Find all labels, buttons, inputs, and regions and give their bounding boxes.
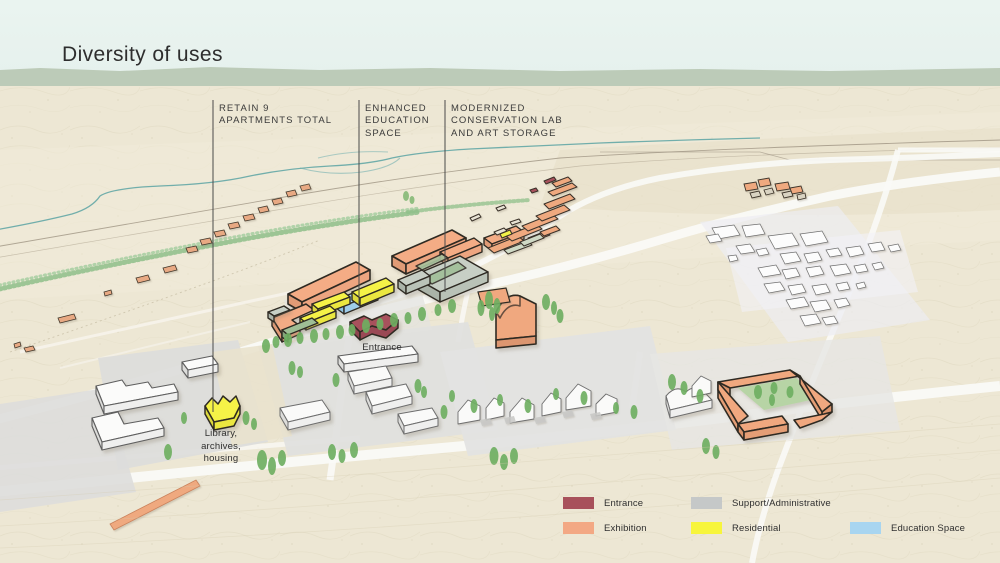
callout-conservation-lab: MODERNIZED CONSERVATION LAB AND ART STOR… <box>451 103 563 139</box>
lower-left-orange-strip <box>109 479 201 531</box>
central-white-cluster <box>347 365 439 435</box>
hillside-barrack-row <box>469 176 578 255</box>
legend-item-support-administrative[interactable]: Support/Administrative <box>691 497 831 509</box>
legend-item-exhibition[interactable]: Exhibition <box>563 522 647 534</box>
library-building <box>204 395 241 431</box>
trees <box>164 191 794 475</box>
central-lot-building <box>279 399 331 431</box>
legend-label-residential: Residential <box>732 522 781 534</box>
legend-swatch-entrance <box>563 497 594 509</box>
legend-swatch-education-space <box>850 522 881 534</box>
legend-item-entrance[interactable]: Entrance <box>563 497 643 509</box>
legend-swatch-residential <box>691 522 722 534</box>
legend-item-residential[interactable]: Residential <box>691 522 781 534</box>
legend-label-entrance: Entrance <box>604 497 644 509</box>
lower-left-buildings <box>91 355 219 451</box>
white-bar-buildings <box>337 345 419 373</box>
library-label: Library, archives, housing <box>201 428 241 464</box>
support-admin-buildings <box>267 253 489 343</box>
legend-swatch-support-administrative <box>691 497 722 509</box>
entrance-label: Entrance <box>362 342 402 353</box>
legend-swatch-exhibition <box>563 522 594 534</box>
callout-enhanced-education: ENHANCED EDUCATION SPACE <box>365 103 430 139</box>
page-title: Diversity of uses <box>62 43 223 66</box>
upper-right-structures <box>705 223 902 327</box>
scattered-outbuildings <box>13 183 312 353</box>
small-house-row <box>457 375 712 426</box>
legend-item-education-space[interactable]: Education Space <box>850 522 965 534</box>
upper-right-orange-cluster <box>743 177 807 201</box>
callout-retain-apartments: RETAIN 9 APARTMENTS TOTAL <box>219 103 333 127</box>
legend-label-exhibition: Exhibition <box>604 522 647 534</box>
legend-label-education-space: Education Space <box>891 522 966 534</box>
legend-label-support-administrative: Support/Administrative <box>732 497 831 509</box>
